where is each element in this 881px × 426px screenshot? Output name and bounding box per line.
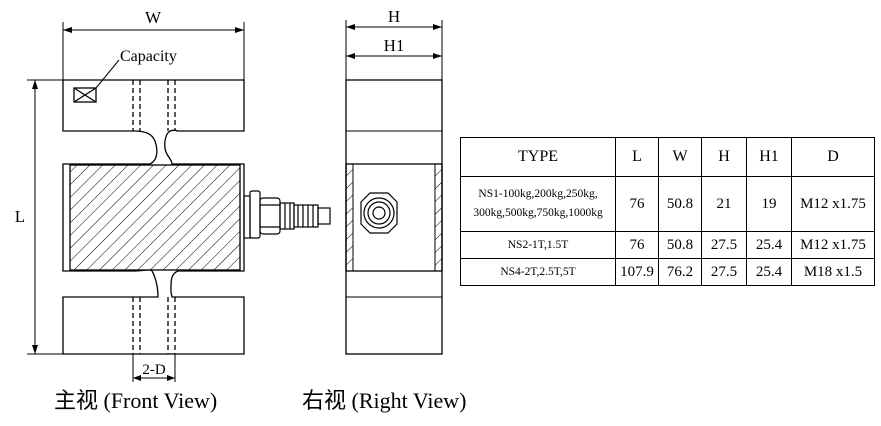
h-dimension-label: H — [388, 7, 400, 26]
header-w: W — [658, 137, 702, 177]
w-cell: 50.8 — [658, 231, 702, 259]
front-view — [27, 22, 331, 382]
w-dimension-label: W — [145, 8, 162, 27]
hatched-section — [69, 164, 241, 271]
h1-cell: 25.4 — [746, 258, 792, 286]
l-dimension-label: L — [15, 207, 25, 226]
type-cell: NS1-100kg,200kg,250kg, 300kg,500kg,750kg… — [460, 176, 616, 232]
type-line: NS1-100kg,200kg,250kg, — [478, 188, 598, 200]
right-view — [345, 20, 443, 355]
d-cell: M12 x1.75 — [791, 231, 875, 259]
capacity-box — [73, 87, 97, 103]
h-cell: 27.5 — [701, 258, 747, 286]
table-row: NS4-2T,2.5T,5T 107.9 76.2 27.5 25.4 M18 … — [460, 258, 875, 286]
header-d: D — [791, 137, 875, 177]
header-type: TYPE — [460, 137, 616, 177]
hole-dimension-label: 2-D — [142, 362, 165, 378]
header-h: H — [701, 137, 747, 177]
table-row: NS1-100kg,200kg,250kg, 300kg,500kg,750kg… — [460, 176, 875, 232]
capacity-leader — [95, 59, 120, 89]
header-h1: H1 — [746, 137, 792, 177]
top-hole-dashes — [132, 80, 176, 131]
type-cell: NS2-1T,1.5T — [460, 231, 616, 259]
h-cell: 21 — [701, 176, 747, 232]
d-cell: M18 x1.5 — [791, 258, 875, 286]
type-line: 300kg,500kg,750kg,1000kg — [473, 207, 603, 219]
cable-connector — [243, 190, 331, 239]
h1-dimension-label: H1 — [384, 36, 405, 55]
table-row: NS2-1T,1.5T 76 50.8 27.5 25.4 M12 x1.75 — [460, 231, 875, 259]
l-cell: 76 — [615, 176, 659, 232]
front-body-outline — [62, 79, 245, 355]
h1-cell: 25.4 — [746, 231, 792, 259]
l-cell: 107.9 — [615, 258, 659, 286]
d-cell: M12 x1.75 — [791, 176, 875, 232]
l-cell: 76 — [615, 231, 659, 259]
right-view-caption: 右视 (Right View) — [302, 388, 467, 413]
front-view-caption: 主视 (Front View) — [54, 388, 217, 413]
connector-face — [360, 192, 398, 234]
capacity-label: Capacity — [120, 48, 177, 65]
spec-table: TYPE L W H H1 D NS1-100kg,200kg,250kg, 3… — [460, 137, 875, 286]
bottom-hole-dashes — [132, 297, 176, 354]
header-l: L — [615, 137, 659, 177]
type-cell: NS4-2T,2.5T,5T — [460, 258, 616, 286]
w-cell: 76.2 — [658, 258, 702, 286]
h1-cell: 19 — [746, 176, 792, 232]
spec-table-header-row: TYPE L W H H1 D — [460, 137, 875, 177]
h-cell: 27.5 — [701, 231, 747, 259]
w-cell: 50.8 — [658, 176, 702, 232]
